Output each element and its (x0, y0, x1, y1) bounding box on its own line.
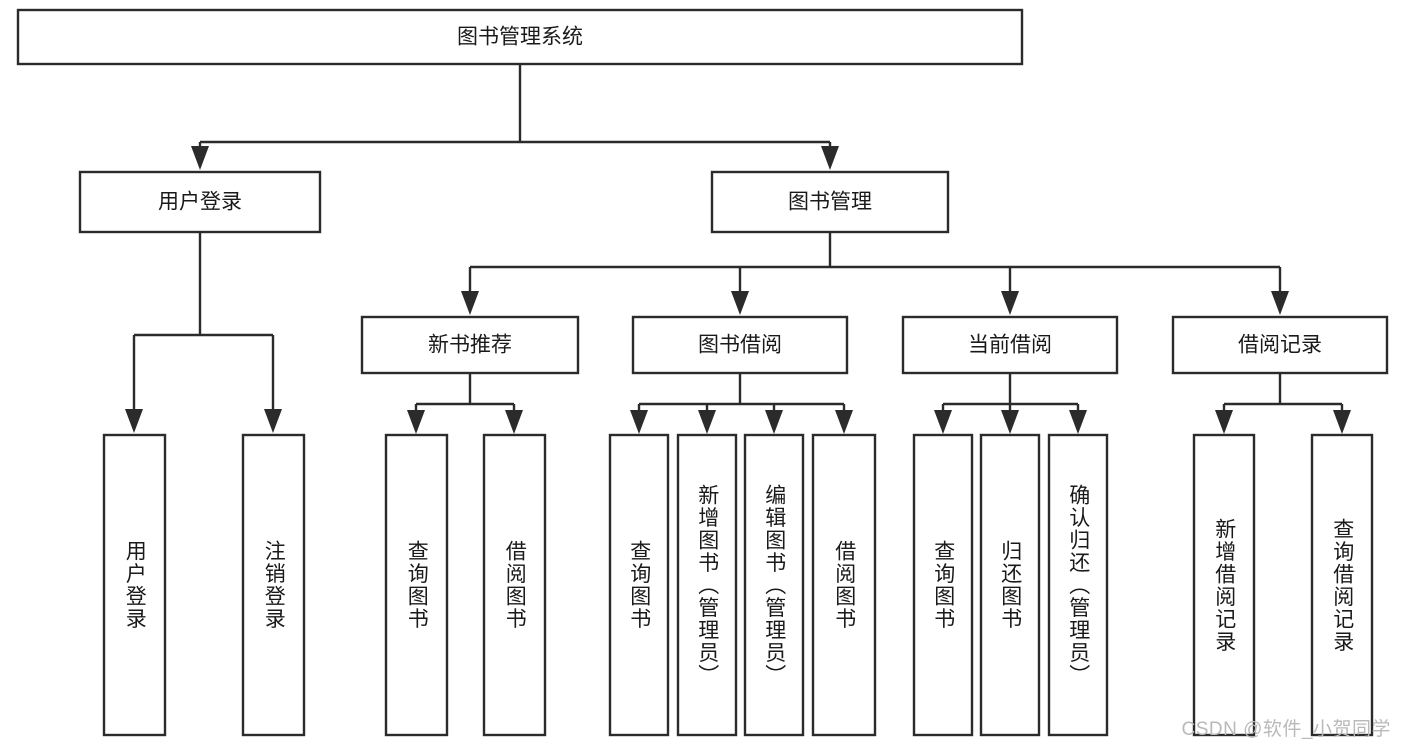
arrowhead-new-book-2 (505, 410, 523, 434)
arrowhead-borrow-record-1 (1215, 410, 1233, 434)
arrowhead-book-mgmt-1 (461, 291, 479, 315)
arrowhead-new-book-1 (407, 410, 425, 434)
connector-group-book-borrow (630, 373, 853, 434)
leaf-box-add-borrow-record[interactable] (1192, 433, 1256, 737)
connector-group-book-mgmt (461, 232, 1289, 315)
node-box-current-borrow[interactable] (901, 315, 1119, 375)
connector-group-borrow-record (1215, 373, 1351, 434)
arrowhead-book-borrow-4 (835, 410, 853, 434)
watermark-text: CSDN @软件_小贺同学 (1181, 719, 1391, 740)
leaf-box-query-book-rec[interactable] (384, 433, 449, 737)
arrowhead-book-mgmt-4 (1271, 291, 1289, 315)
node-box-user-login[interactable] (78, 170, 322, 234)
node-box-book-management[interactable] (710, 170, 950, 234)
leaf-box-query-book-borrow[interactable] (608, 433, 670, 737)
node-box-book-borrow[interactable] (631, 315, 849, 375)
node-box-borrow-record[interactable] (1171, 315, 1389, 375)
arrowhead-book-borrow-1 (630, 410, 648, 434)
connector-group-root (191, 64, 839, 170)
arrowhead-root-to-book-mgmt (821, 146, 839, 170)
node-label-book-management: 图书管理 (788, 191, 872, 214)
arrowhead-book-borrow-3 (765, 410, 783, 434)
leaf-box-query-borrow-record[interactable] (1310, 433, 1374, 737)
arrowhead-user-login-1 (125, 409, 143, 433)
arrowhead-borrow-record-2 (1333, 410, 1351, 434)
leaf-box-user-login[interactable] (102, 433, 167, 737)
node-box-root[interactable] (16, 8, 1024, 66)
node-label-root: 图书管理系统 (457, 26, 583, 49)
node-label-borrow-record: 借阅记录 (1238, 334, 1322, 357)
leaf-box-query-book-current[interactable] (912, 433, 974, 737)
connector-group-current-borrow (934, 373, 1087, 434)
node-label-user-login: 用户登录 (158, 191, 242, 214)
arrowhead-book-borrow-2 (698, 410, 716, 434)
leaf-box-logout[interactable] (241, 433, 306, 737)
node-label-book-borrow: 图书借阅 (698, 334, 782, 357)
leaf-box-add-book-admin[interactable] (676, 433, 738, 737)
arrowhead-user-login-2 (264, 409, 282, 433)
arrowhead-book-mgmt-2 (731, 291, 749, 315)
node-label-new-book-recommend: 新书推荐 (428, 334, 512, 357)
arrowhead-current-borrow-3 (1069, 410, 1087, 434)
arrowhead-current-borrow-2 (1001, 410, 1019, 434)
arrowhead-current-borrow-1 (934, 410, 952, 434)
connector-group-user-login (125, 232, 282, 433)
leaf-box-borrow-book[interactable] (811, 433, 877, 737)
leaf-box-edit-book-admin[interactable] (743, 433, 805, 737)
leaf-box-borrow-book-rec[interactable] (482, 433, 547, 737)
node-label-current-borrow: 当前借阅 (968, 334, 1052, 357)
arrowhead-root-to-user-login (191, 146, 209, 170)
leaf-box-return-book[interactable] (979, 433, 1041, 737)
leaf-box-confirm-return-admin[interactable] (1047, 433, 1109, 737)
arrowhead-book-mgmt-3 (1001, 291, 1019, 315)
connector-group-new-book-rec (407, 373, 523, 434)
node-box-new-book-recommend[interactable] (360, 315, 580, 375)
